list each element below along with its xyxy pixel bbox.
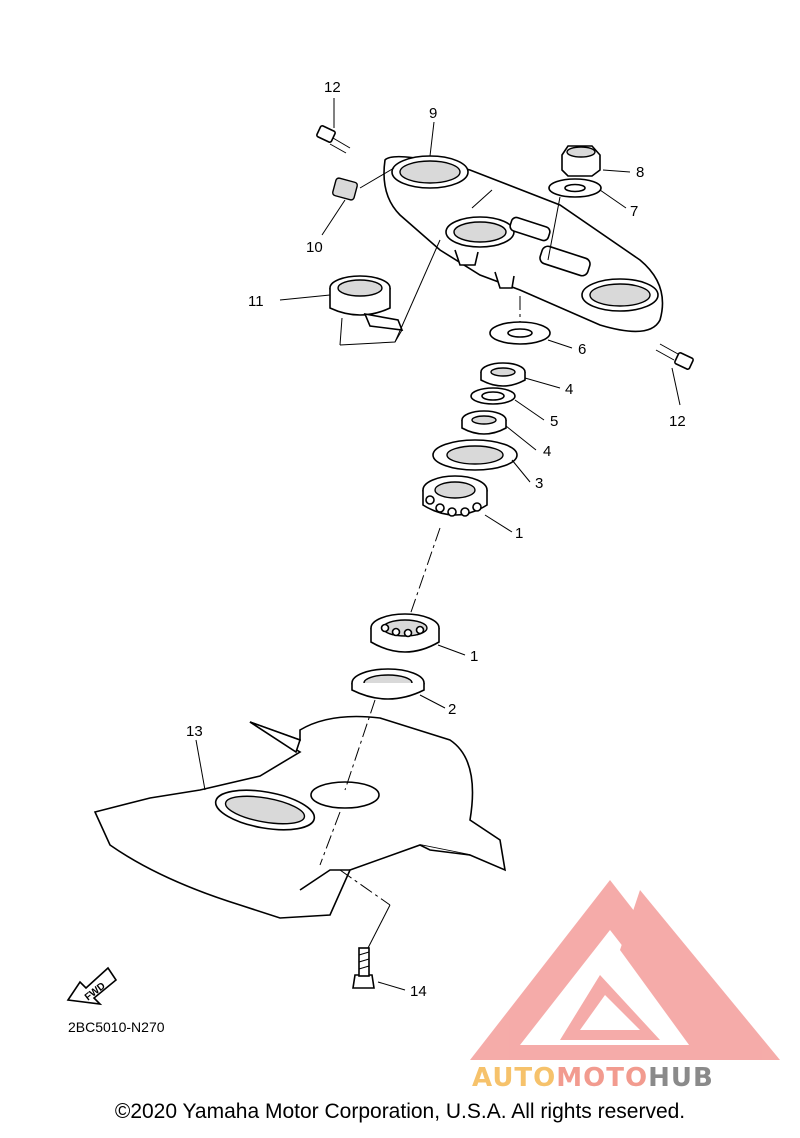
wordmark-hub: HUB — [648, 1063, 714, 1093]
lower-bracket — [93, 715, 507, 919]
callout-labels: 12 9 8 7 10 11 6 4 12 5 4 3 1 1 2 13 14 — [186, 79, 686, 1000]
callout-14: 14 — [410, 983, 427, 1000]
callout-1-lower: 1 — [470, 648, 478, 665]
automotohub-wordmark: AUTOMOTOHUB — [472, 1063, 714, 1093]
bolt-right — [655, 343, 694, 370]
leader-lines — [195, 98, 681, 991]
callout-8: 8 — [636, 164, 644, 181]
wordmark-auto: AUTO — [472, 1063, 556, 1093]
callout-4-upper: 4 — [565, 381, 573, 398]
callout-1-upper: 1 — [515, 525, 523, 542]
collar-11 — [329, 275, 404, 331]
callout-13: 13 — [186, 723, 203, 740]
dust-seal — [432, 439, 518, 471]
wordmark-moto: MOTO — [556, 1063, 648, 1093]
svg-text:AUTOMOTOHUB: AUTOMOTOHUB — [472, 1063, 714, 1093]
callout-3: 3 — [535, 475, 543, 492]
copyright-notice: ©2020 Yamaha Motor Corporation, U.S.A. A… — [114, 1100, 686, 1123]
callout-10: 10 — [306, 239, 323, 256]
callout-6: 6 — [578, 341, 586, 358]
callout-2: 2 — [448, 701, 456, 718]
callout-12-right: 12 — [669, 413, 686, 430]
damper — [332, 177, 358, 201]
diagram-code: 2BC5010-N270 — [68, 1019, 165, 1035]
callout-11: 11 — [248, 293, 264, 310]
callout-12-left: 12 — [324, 79, 341, 96]
callout-9: 9 — [429, 105, 437, 122]
lower-seal — [351, 668, 425, 700]
ring-nut-upper — [480, 362, 526, 387]
callout-4-lower: 4 — [543, 443, 551, 460]
upper-bracket — [383, 155, 664, 333]
lower-bearing — [370, 613, 440, 653]
lock-washer — [470, 387, 516, 405]
fwd-arrow-icon: FWD — [66, 966, 118, 1006]
bolt-14 — [352, 947, 375, 989]
center-lines — [319, 296, 521, 949]
callout-5: 5 — [550, 413, 558, 430]
ring-nut-lower — [461, 410, 507, 435]
automotohub-logo — [470, 880, 780, 1060]
washer-7 — [548, 178, 602, 198]
callout-7: 7 — [630, 203, 638, 220]
washer-6 — [489, 321, 551, 345]
upper-bearing — [422, 475, 488, 517]
cap-nut — [561, 145, 601, 177]
bolt-left — [316, 125, 351, 154]
